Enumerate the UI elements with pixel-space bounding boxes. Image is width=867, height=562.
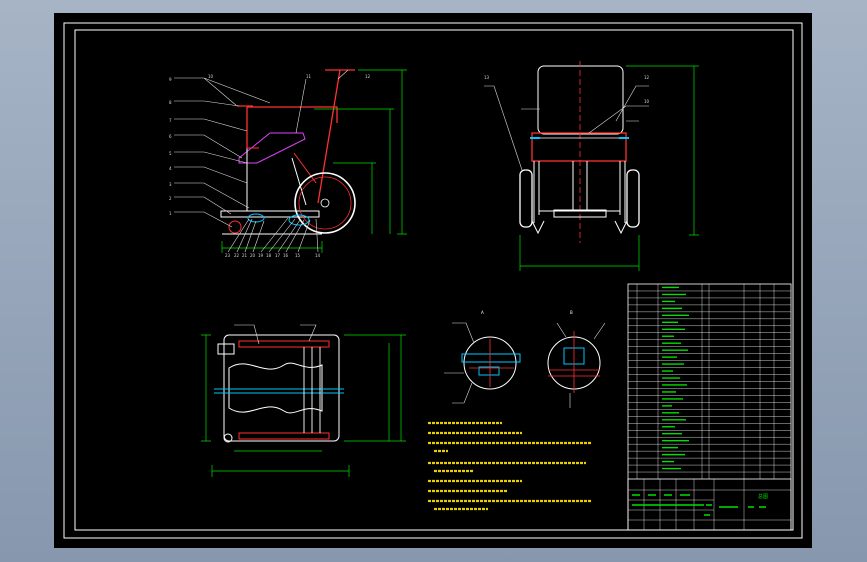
detail-a-leaders bbox=[444, 322, 475, 404]
balloon-label: 8 bbox=[169, 100, 172, 105]
balloon-label: 1 bbox=[169, 211, 172, 216]
detail-a-circle bbox=[463, 336, 517, 390]
balloon-label: 9 bbox=[169, 77, 172, 82]
front-seat-frame bbox=[531, 132, 627, 162]
balloon-label: 22 bbox=[234, 253, 240, 258]
detail-b-leaders bbox=[556, 322, 606, 408]
side-rear-wheel-hub bbox=[320, 198, 330, 208]
balloon-label: 18 bbox=[266, 253, 272, 258]
drawing-sheet[interactable]: 9 8 7 6 5 4 3 2 1 10 11 12 23 22 21 20 1… bbox=[54, 13, 812, 548]
plan-leaders bbox=[234, 324, 317, 345]
plan-seat bbox=[228, 362, 323, 414]
balloon-label: 3 bbox=[169, 182, 172, 187]
front-caster-left bbox=[531, 220, 545, 235]
front-leaders bbox=[484, 85, 649, 171]
outer-border bbox=[63, 22, 803, 539]
side-rear-wheel bbox=[294, 172, 356, 234]
detail-view-a bbox=[444, 322, 521, 404]
plan-caster bbox=[223, 433, 233, 443]
balloon-label: 4 bbox=[169, 166, 172, 171]
bom-cell-text bbox=[662, 286, 689, 470]
plan-bar-top bbox=[238, 340, 330, 348]
front-base-plate bbox=[553, 209, 607, 218]
front-wheel-left bbox=[519, 169, 533, 228]
side-axle-hub-left bbox=[247, 213, 265, 223]
detail-b-title: B bbox=[570, 310, 573, 315]
balloon-label: 10 bbox=[644, 99, 650, 104]
detail-a-shaft bbox=[461, 353, 521, 363]
side-lower-frame bbox=[220, 148, 320, 218]
balloon-label: 16 bbox=[283, 253, 289, 258]
balloon-label: 12 bbox=[644, 75, 650, 80]
side-frame-highlight bbox=[246, 113, 317, 184]
front-legs bbox=[533, 161, 626, 223]
title-block-text bbox=[632, 494, 766, 516]
detail-b-hatch bbox=[548, 331, 600, 393]
detail-a-bearing bbox=[478, 366, 500, 376]
balloon-label: 15 bbox=[295, 253, 301, 258]
balloon-label: 20 bbox=[250, 253, 256, 258]
side-rear-wheel-rim bbox=[298, 176, 352, 230]
title-block-frame bbox=[627, 478, 792, 531]
side-seat-bracket bbox=[238, 132, 306, 164]
plan-handle-block bbox=[217, 343, 235, 355]
balloon-label: 10 bbox=[208, 74, 214, 79]
plan-bar-bottom bbox=[238, 432, 330, 440]
balloon-label: 12 bbox=[365, 74, 371, 79]
plan-frame-outer bbox=[223, 334, 340, 442]
front-dimensions bbox=[519, 65, 699, 271]
front-wheel-right bbox=[626, 169, 640, 228]
balloon-label: 6 bbox=[169, 134, 172, 139]
front-caster-right bbox=[614, 220, 628, 235]
detail-view-b bbox=[547, 322, 606, 408]
front-backrest bbox=[537, 65, 624, 135]
technical-notes bbox=[428, 421, 592, 511]
side-dimensions bbox=[221, 69, 407, 253]
balloon-label: 23 bbox=[225, 253, 231, 258]
plan-center-axis bbox=[214, 388, 344, 394]
cad-drawing bbox=[63, 22, 803, 539]
title-block bbox=[627, 283, 792, 531]
detail-a-title: A bbox=[481, 310, 484, 315]
side-axle-hub-right bbox=[288, 214, 310, 226]
drawing-name: 总图 bbox=[758, 494, 769, 500]
bom-grid bbox=[628, 284, 791, 479]
balloon-label: 19 bbox=[258, 253, 264, 258]
balloon-label: 13 bbox=[484, 75, 490, 80]
balloon-label: 11 bbox=[306, 74, 312, 79]
plan-cross-bars bbox=[303, 347, 321, 433]
side-view bbox=[174, 69, 407, 253]
side-leaders bbox=[174, 69, 349, 228]
balloon-label: 5 bbox=[169, 151, 172, 156]
side-bottom-leaders bbox=[227, 217, 319, 253]
side-front-caster bbox=[228, 220, 242, 234]
balloon-label: 21 bbox=[242, 253, 248, 258]
balloon-label: 17 bbox=[275, 253, 281, 258]
front-view bbox=[484, 61, 699, 271]
balloon-label: 14 bbox=[315, 253, 321, 258]
plan-dimensions bbox=[201, 334, 406, 477]
inner-border bbox=[74, 29, 794, 531]
side-frame-tubes bbox=[237, 69, 355, 204]
detail-a-hatch bbox=[469, 339, 514, 387]
plan-view bbox=[201, 324, 406, 477]
balloon-label: 7 bbox=[169, 118, 172, 123]
balloon-label: 2 bbox=[169, 196, 172, 201]
